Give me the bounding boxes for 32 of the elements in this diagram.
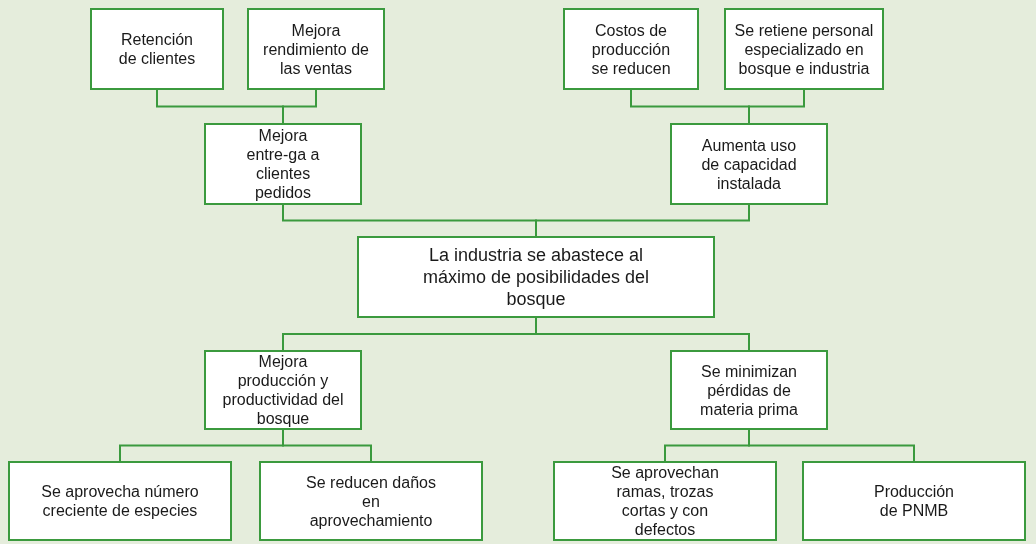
connector-line (748, 89, 805, 124)
process-box (553, 461, 777, 541)
box-label: Mejora rendimiento de las ventas (263, 20, 369, 78)
box-label: Se aprovecha número creciente de especies (40, 482, 200, 520)
box-label: Se reducen daños en aprovechamiento (305, 472, 437, 530)
box-label: La industria se abastece al máximo de posibilidades del bosque (421, 244, 651, 310)
process-box (259, 461, 483, 541)
process-box (204, 350, 362, 430)
box-label: Producción de PNMB (872, 482, 955, 520)
process-box (8, 461, 232, 541)
process-box (670, 123, 828, 205)
process-box (90, 8, 224, 90)
box-label: Se retiene personal especializado en bosque e industria (734, 20, 874, 78)
box-label: Se minimizan pérdidas de materia prima (699, 361, 799, 419)
connector-line (535, 204, 750, 237)
box-label: Mejora entre-ga a clientes pedidos (245, 126, 321, 202)
process-box (357, 236, 715, 318)
connector-line (748, 429, 915, 462)
process-box (563, 8, 699, 90)
connector-line (282, 89, 317, 124)
box-label: Costos de producción se reducen (590, 20, 672, 78)
box-label: Retención de clientes (117, 30, 197, 68)
process-box (670, 350, 828, 430)
connector-line (282, 429, 372, 462)
process-box (247, 8, 385, 90)
box-label: Aumenta uso de capacidad instalada (700, 135, 798, 193)
process-box (802, 461, 1026, 541)
process-box (724, 8, 884, 90)
box-label: Mejora producción y productividad del bosque (221, 352, 345, 428)
connector-line (535, 317, 750, 351)
process-box (204, 123, 362, 205)
box-label: Se aprovechan ramas, trozas cortas y con defectos (610, 463, 720, 539)
